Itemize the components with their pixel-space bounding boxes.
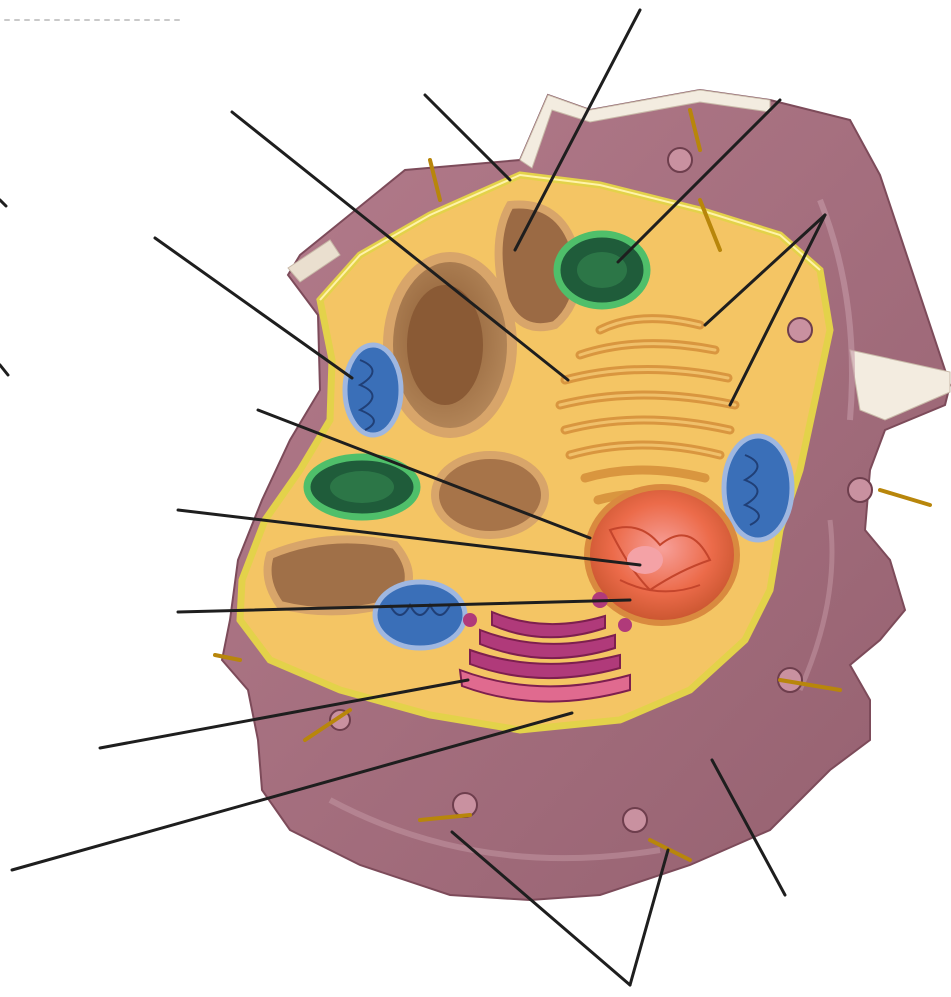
leader-line — [0, 200, 6, 206]
nucleolus — [627, 546, 663, 574]
nucleus — [587, 487, 737, 623]
leader-line — [0, 365, 8, 375]
